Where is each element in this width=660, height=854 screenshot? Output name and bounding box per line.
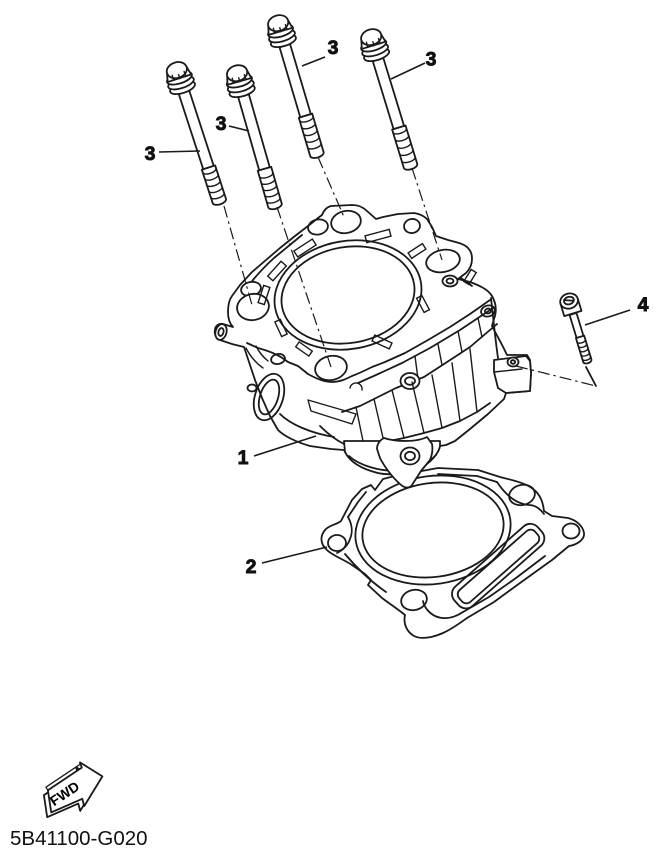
svg-text:3: 3 [145,143,156,165]
svg-text:1: 1 [238,447,249,469]
svg-text:4: 4 [638,294,649,316]
svg-text:3: 3 [426,49,437,71]
svg-text:3: 3 [216,113,227,135]
svg-text:2: 2 [246,556,257,578]
svg-text:3: 3 [328,37,339,59]
svg-text:5B41100-G020: 5B41100-G020 [10,827,148,850]
